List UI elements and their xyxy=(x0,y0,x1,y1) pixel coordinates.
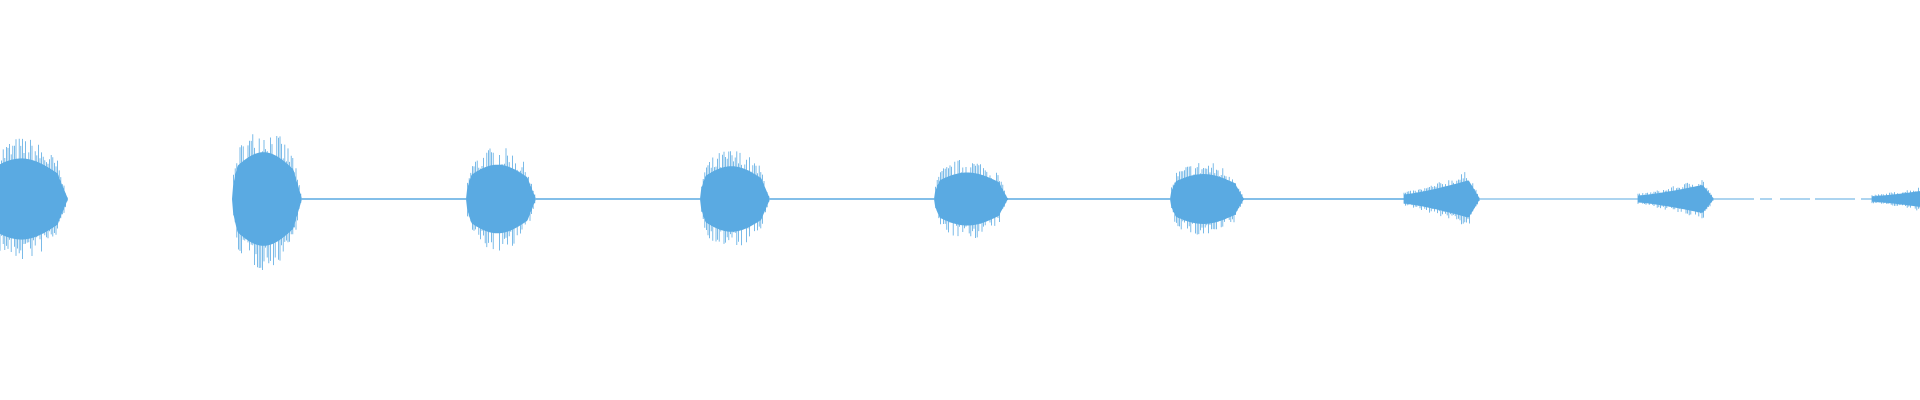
waveform-bursts xyxy=(0,134,1920,270)
waveform-burst xyxy=(1637,180,1714,219)
waveform-burst xyxy=(1871,187,1920,211)
waveform-burst-spikes xyxy=(233,134,302,270)
waveform-burst-spikes xyxy=(1637,180,1714,219)
waveform-burst-spikes xyxy=(935,160,1008,238)
waveform-burst-spikes xyxy=(1171,163,1244,235)
waveform-burst xyxy=(1403,172,1480,225)
waveform-burst xyxy=(0,138,68,259)
waveform-burst xyxy=(934,160,1008,238)
waveform-burst-spikes xyxy=(701,151,770,246)
waveform-burst-spikes xyxy=(467,148,536,251)
waveform-burst-spikes xyxy=(1871,187,1920,211)
waveform-burst xyxy=(466,148,536,251)
waveform-burst xyxy=(1170,163,1244,235)
waveform-burst-spikes xyxy=(0,138,68,259)
waveform-burst xyxy=(232,134,302,270)
waveform-burst xyxy=(700,151,770,246)
waveform-burst-spikes xyxy=(1403,172,1480,225)
